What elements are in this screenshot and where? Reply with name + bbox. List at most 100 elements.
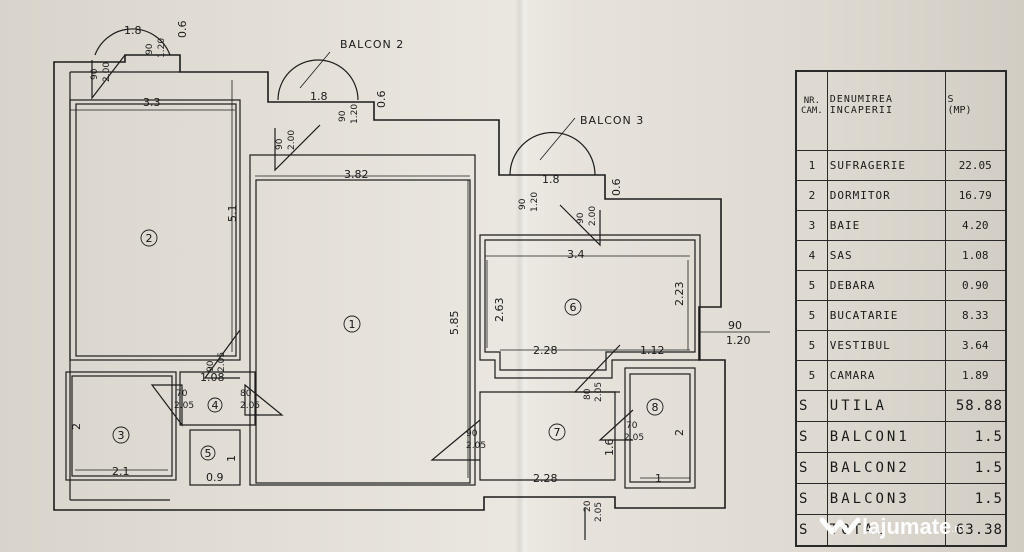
dim-label: 1.8 [542,173,560,186]
total-name: BALCON3 [826,483,946,515]
room-5-wall [189,429,241,486]
heart-logo-icon [819,517,861,535]
dim-label: 1.20 [726,334,751,347]
row-area: 22.05 [944,150,1007,181]
watermark-text: lajumate [862,514,952,539]
row-area: 1.08 [944,240,1007,271]
row-nr: 2 [795,180,828,211]
table-header-row: NR. CAM. DENUMIREA INCAPERII S (MP) [795,70,1007,151]
dim-label: 1.8 [310,90,328,103]
dim-label: 80 [240,389,252,399]
room-8-inner [629,373,691,483]
total-s: S [795,514,828,547]
row-nr: 5 [795,360,828,391]
room-6-wall [479,234,701,379]
dim-label: 0.6 [375,91,388,109]
dim-label: 90 [275,138,285,150]
dim-label: 1.8 [124,24,142,37]
row-area: 4.20 [944,210,1007,241]
room-number: 1 [349,318,356,331]
dim-label: 3.3 [143,96,161,109]
dim-label: 1.20 [350,104,360,124]
row-nr: 4 [795,240,828,271]
dim-label: 2.00 [102,62,112,82]
dim-label: 2.05 [594,502,604,522]
total-value: 1.5 [944,421,1007,453]
room-circle [200,445,216,461]
dim-label: 90 [518,198,528,210]
door-swing [91,54,126,100]
room-2-wall [69,99,241,361]
row-name: BAIE [826,210,946,241]
dim-label: 2.05 [174,401,194,411]
dim-label: 90 [206,360,216,372]
room-circle [564,298,582,316]
dim-label: 90 [466,429,478,439]
total-name: UTILA [826,390,946,422]
header-area: S (MP) [944,70,1007,151]
row-name: VESTIBUL [826,330,946,361]
paper-fold [515,0,529,552]
room-4-wall [179,371,256,426]
dim-label: 70 [176,389,188,399]
dim-label: 90 [145,43,155,55]
dim-label: 2.28 [533,472,558,485]
row-name: DEBARA [826,270,946,301]
dim-label: 2 [70,423,83,430]
total-s: S [795,421,828,453]
room-number: 8 [652,401,659,414]
room-number: 3 [118,429,125,442]
room-circle [112,426,130,444]
floor-plan: 2 1 6 3 4 5 7 8 BALCON 2 BALCON 3 1.8 0.… [53,21,770,540]
dim-label: 90 [338,110,348,122]
dim-label: 90 [576,212,586,224]
watermark: lajumate .ro [818,510,1018,544]
room-number: 2 [146,232,153,245]
inner-wall [69,71,180,501]
dim-label: 1.20 [530,192,540,212]
total-value: 1.5 [944,452,1007,484]
dim-label: 1.6 [603,439,616,457]
dim-label: 20 [583,500,593,512]
door-swing [430,419,481,461]
dim-label: 70 [626,421,638,431]
outer-wall [53,54,726,511]
row-area: 8.33 [944,300,1007,331]
dim-line [299,51,331,89]
room-1-wall [249,154,476,486]
total-s: S [795,390,828,422]
header-name: DENUMIREA INCAPERII [826,70,946,151]
watermark-tld: .ro [951,523,965,535]
room-2-inner [75,103,237,357]
balcony-3-arc [509,131,596,176]
total-value: 58.88 [944,390,1007,422]
room-number: 7 [554,426,561,439]
total-s: S [795,452,828,484]
row-area: 16.79 [944,180,1007,211]
door-swing [203,329,241,379]
room-circle [343,315,361,333]
dim-label: 1.08 [200,371,225,384]
dim-label: 2.1 [112,465,130,478]
dimension-labels: 1.8 0.6 90 1.20 90 2.00 3.3 5.1 1.8 0.6 … [70,21,751,523]
room-numbers: 2 1 6 3 4 5 7 8 [118,232,659,460]
dim-label: 2.63 [493,298,506,323]
room-7-wall [479,391,616,481]
dim-label: 2.28 [533,344,558,357]
dim-line [539,117,576,161]
row-name: DORMITOR [826,180,946,211]
row-nr: 5 [795,270,828,301]
header-nr: NR. CAM. [795,70,828,151]
door-swing [598,409,634,441]
total-value: 1.5 [944,483,1007,515]
room-6-inner [484,239,696,371]
room-3-inner [71,375,173,477]
